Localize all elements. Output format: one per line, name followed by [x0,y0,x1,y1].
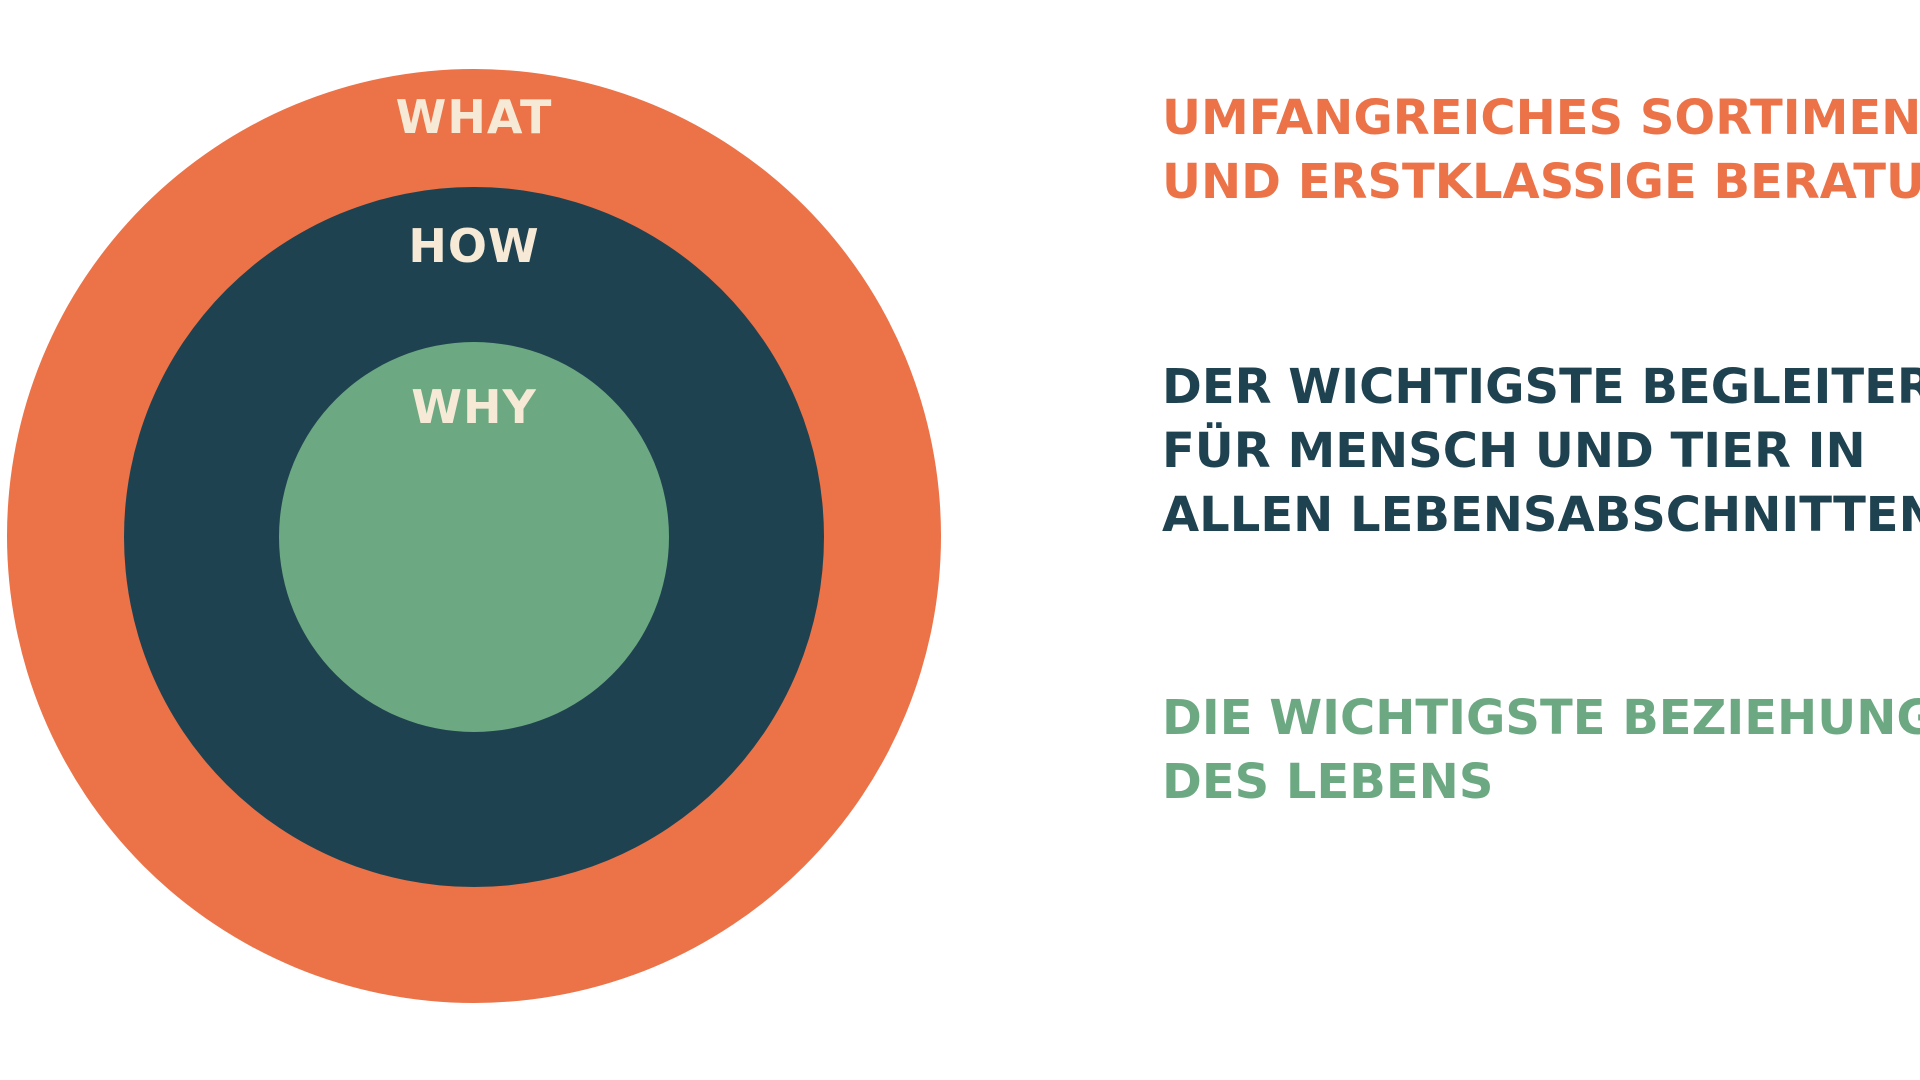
why-description: DIE WICHTIGSTE BEZIEHUNG DES LEBENS [1162,686,1920,814]
how-description-line: DER WICHTIGSTE BEGLEITER [1162,359,1920,415]
why-label: WHY [411,380,537,434]
how-description-line: FÜR MENSCH UND TIER IN [1162,423,1866,479]
why-circle [279,342,669,732]
why-description-line: DIE WICHTIGSTE BEZIEHUNG [1162,690,1920,746]
what-description: UMFANGREICHES SORTIMENT UND ERSTKLASSIGE… [1162,86,1920,214]
why-description-line: DES LEBENS [1162,754,1494,810]
what-label: WHAT [395,90,553,144]
how-description: DER WICHTIGSTE BEGLEITER FÜR MENSCH UND … [1162,355,1920,547]
what-description-line: UMFANGREICHES SORTIMENT [1162,90,1920,146]
how-label: HOW [408,219,540,273]
how-description-line: ALLEN LEBENSABSCHNITTEN [1162,487,1920,543]
what-description-line: UND ERSTKLASSIGE BERATUNG [1162,154,1920,210]
